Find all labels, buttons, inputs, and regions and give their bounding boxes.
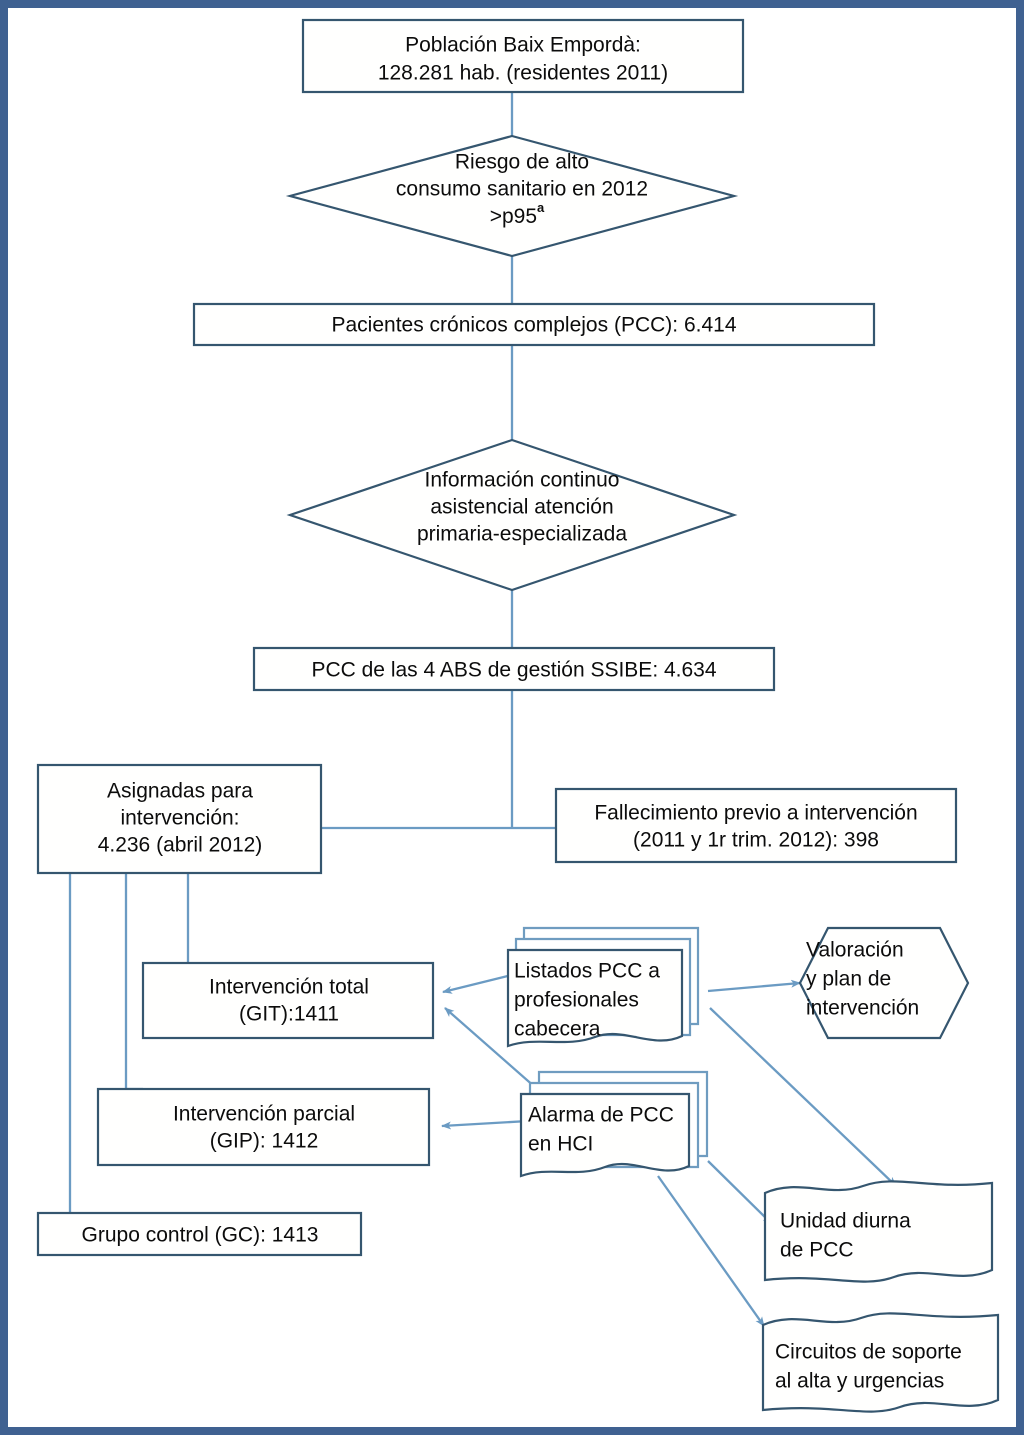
node-listados-line3: cabecera [514, 1018, 601, 1041]
node-gip-line1: Intervención parcial [173, 1103, 355, 1126]
node-poblacion[interactable]: Población Baix Empordà: 128.281 hab. (re… [301, 18, 745, 94]
node-unidad[interactable]: Unidad diurna de PCC [763, 1180, 994, 1283]
node-informacion[interactable]: Información continuo asistencial atenció… [286, 438, 738, 592]
node-riesgo-superscript: a [537, 200, 545, 215]
node-asignadas-line3: 4.236 (abril 2012) [98, 834, 263, 857]
node-fallecimiento-shape [554, 787, 958, 864]
node-informacion-line2: asistencial atención [430, 496, 613, 519]
node-listados-line1: Listados PCC a [514, 960, 660, 983]
node-git-line1: Intervención total [209, 976, 369, 999]
node-unidad-shape [763, 1180, 994, 1283]
node-alarma-sheet1 [519, 1092, 691, 1178]
node-gip[interactable]: Intervención parcial (GIP): 1412 [96, 1087, 431, 1167]
node-gc[interactable]: Grupo control (GC): 1413 [36, 1211, 363, 1257]
node-unidad-line1: Unidad diurna [780, 1210, 911, 1233]
node-gip-shape [96, 1087, 431, 1167]
node-riesgo-line1: Riesgo de alto [455, 151, 589, 174]
node-fallecimiento-line1: Fallecimiento previo a intervención [594, 802, 917, 825]
node-riesgo[interactable]: Riesgo de alto consumo sanitario en 2012… [285, 134, 739, 258]
node-valoracion-line1: Valoración [806, 939, 904, 962]
node-git-line2: (GIT):1411 [239, 1003, 339, 1026]
node-unidad-line2: de PCC [780, 1239, 854, 1262]
node-riesgo-line3: >p95a [490, 200, 545, 227]
node-circuitos[interactable]: Circuitos de soporte al alta y urgencias [761, 1312, 1000, 1413]
node-asignadas-line1: Asignadas para [107, 780, 253, 803]
node-valoracion-shape [798, 926, 970, 1040]
node-pcc-abs-shape [252, 646, 776, 692]
node-pcc-total[interactable]: Pacientes crónicos complejos (PCC): 6.41… [192, 302, 876, 347]
node-gc-line1: Grupo control (GC): 1413 [82, 1224, 319, 1247]
node-poblacion-line2: 128.281 hab. (residentes 2011) [378, 62, 668, 85]
node-asignadas-line2: intervención: [120, 807, 239, 830]
node-pcc-abs-line1: PCC de las 4 ABS de gestión SSIBE: 4.634 [311, 659, 716, 682]
node-git[interactable]: Intervención total (GIT):1411 [141, 961, 435, 1040]
node-listados-line2: profesionales [514, 989, 639, 1012]
node-valoracion-line3: intervención [806, 997, 919, 1020]
node-pcc-total-line1: Pacientes crónicos complejos (PCC): 6.41… [331, 314, 736, 337]
node-circuitos-line2: al alta y urgencias [775, 1370, 944, 1393]
edge-listados-unidad [709, 1007, 897, 1187]
node-alarma-line1: Alarma de PCC [528, 1104, 674, 1127]
node-asignadas-shape [36, 763, 323, 875]
node-informacion-line1: Información continuo [425, 469, 620, 492]
node-riesgo-shape [285, 134, 739, 258]
node-informacion-line3: primaria-especializada [417, 523, 627, 546]
edge-alarma-git [444, 1007, 545, 1096]
node-circuitos-shape [761, 1312, 1000, 1413]
node-listados[interactable]: Listados PCC a profesionales cabecera [506, 926, 700, 1048]
edge-asignadas-gip [124, 873, 143, 1091]
node-alarma[interactable]: Alarma de PCC en HCI [519, 1070, 709, 1178]
edge-alarma-unidad [707, 1160, 773, 1225]
node-gc-shape [36, 1211, 363, 1257]
node-listados-sheet1 [506, 948, 684, 1048]
node-poblacion-line1: Población Baix Empordà: [405, 34, 641, 57]
edge-listados-valoracion [707, 979, 801, 993]
node-pcc-abs[interactable]: PCC de las 4 ABS de gestión SSIBE: 4.634 [252, 646, 776, 692]
node-valoracion[interactable]: Valoración y plan de intervención [798, 926, 970, 1040]
edge-alarma-gip [441, 1119, 529, 1130]
node-fallecimiento-line2: (2011 y 1r trim. 2012): 398 [633, 829, 879, 852]
node-riesgo-line3-text: >p95 [490, 205, 537, 228]
node-informacion-shape [286, 438, 738, 592]
node-git-shape [141, 961, 435, 1040]
node-gip-line2: (GIP): 1412 [210, 1130, 319, 1153]
node-asignadas[interactable]: Asignadas para intervención: 4.236 (abri… [36, 763, 323, 875]
node-riesgo-line2: consumo sanitario en 2012 [396, 178, 648, 201]
node-valoracion-line2: y plan de [806, 968, 891, 991]
edge-alarma-circuitos [657, 1175, 765, 1327]
node-fallecimiento[interactable]: Fallecimiento previo a intervención (201… [554, 787, 958, 864]
node-pcc-total-shape [192, 302, 876, 347]
connectors [68, 92, 897, 1327]
flowchart-canvas: Población Baix Empordà: 128.281 hab. (re… [36, 18, 1000, 1413]
node-poblacion-shape [301, 18, 745, 94]
node-circuitos-line1: Circuitos de soporte [775, 1341, 962, 1364]
node-alarma-line2: en HCI [528, 1133, 593, 1156]
